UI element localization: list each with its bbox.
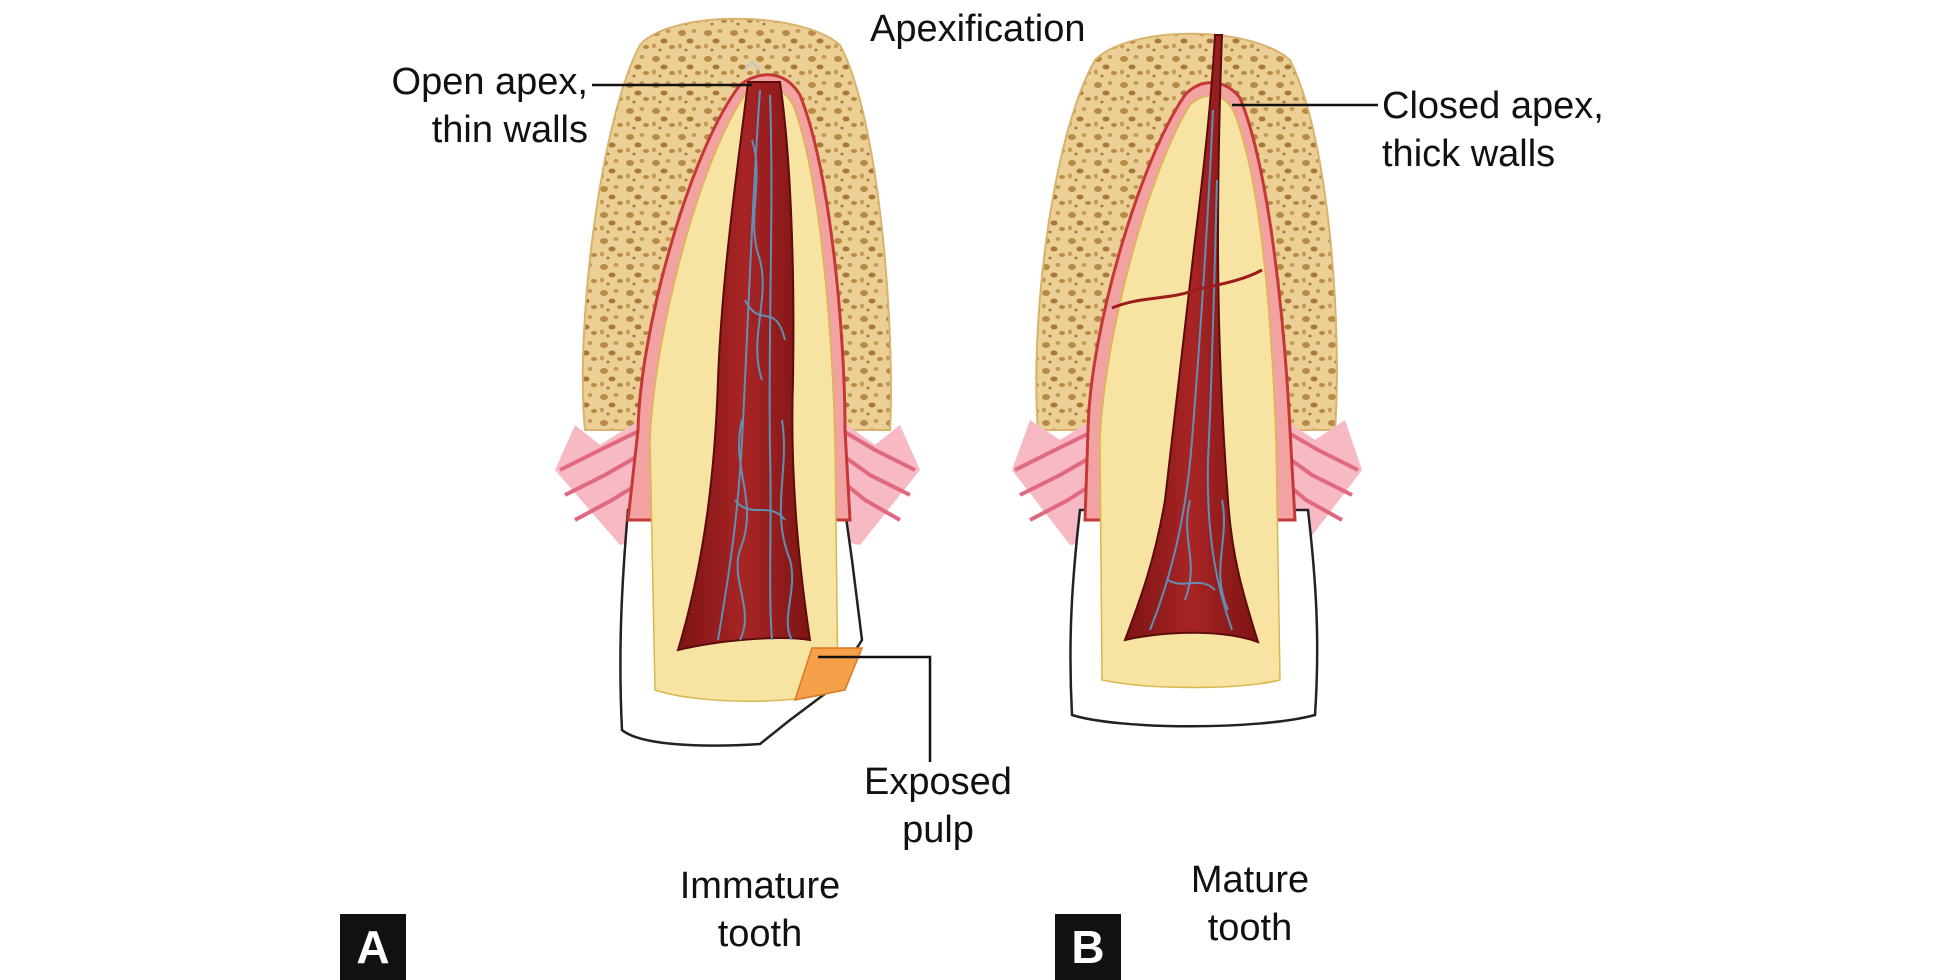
label-open-apex-line2: thin walls [431,109,588,151]
label-exposed-pulp: Exposed pulp [848,758,1028,854]
label-closed-apex: Closed apex, thick walls [1382,82,1604,178]
pulp-vessels-a [717,89,794,641]
label-immature-line2: tooth [717,913,803,955]
label-closed-apex-line2: thick walls [1382,133,1556,175]
label-immature-tooth: Immature tooth [660,862,860,958]
fracture-line-b [1111,268,1263,310]
open-apex-tip [743,60,761,71]
label-mature-line1: Mature [1190,859,1310,901]
label-exposed-pulp-line2: pulp [902,809,974,851]
immature-tooth-drawing [555,17,920,747]
pulp-exposure-a [793,647,864,701]
leader-exposed-pulp [818,655,932,762]
pulp-b [1123,34,1260,644]
label-exposed-pulp-line1: Exposed [864,761,1012,803]
label-open-apex: Open apex, thin walls [378,58,588,154]
leader-lines [592,83,1378,762]
panel-label-b: B [1055,914,1121,980]
panel-label-a: A [340,914,406,980]
pulp-a [676,81,812,652]
label-mature-line2: tooth [1207,907,1293,949]
label-mature-tooth: Mature tooth [1150,856,1350,952]
title-text: Apexification [870,8,1086,50]
title-apexification: Apexification [870,5,1085,53]
mature-tooth-drawing [1012,32,1362,728]
pulp-vessels-b [1149,109,1233,631]
label-immature-line1: Immature [679,865,841,907]
gingiva-left-a [555,420,650,545]
label-open-apex-line1: Open apex, [391,61,588,103]
label-closed-apex-line1: Closed apex, [1382,85,1604,127]
